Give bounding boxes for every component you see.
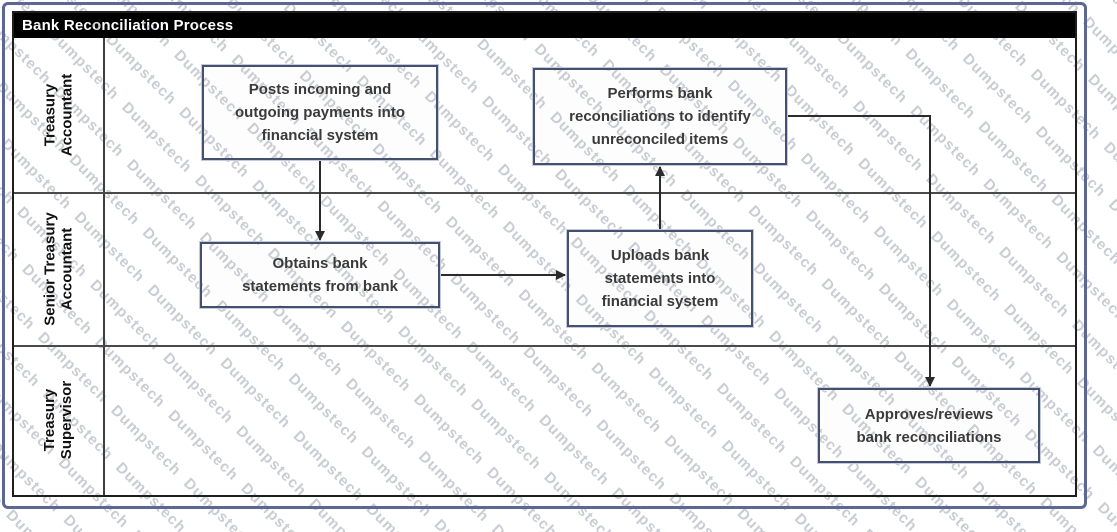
process-box-text-line: Performs bank xyxy=(607,85,713,102)
lane-divider xyxy=(14,192,1075,194)
flow-arrows xyxy=(315,115,935,387)
process-box-text-line: outgoing payments into xyxy=(235,104,405,121)
process-box-text-line: bank reconciliations xyxy=(856,428,1002,446)
process-box-text-line: statements from bank xyxy=(242,278,398,295)
process-box-text-line: Uploads bank xyxy=(610,247,710,264)
diagram-title: Bank Reconciliation Process xyxy=(22,17,234,34)
process-box-text-line: reconciliations to identify xyxy=(569,108,751,125)
process-box-text-line: Posts incoming and xyxy=(248,81,392,98)
process-box-performs-reconciliations: Performs bank reconciliations to identif… xyxy=(533,68,787,165)
swimlane-diagram: Bank Reconciliation Process Treasury Acc… xyxy=(12,11,1077,497)
lane-label-column-divider xyxy=(103,38,105,495)
process-box-approves-reviews: Approves/reviews bank reconciliations xyxy=(818,388,1040,463)
process-box-uploads-statements: Uploads bank statements into financial s… xyxy=(567,230,753,327)
diagram-title-bar: Bank Reconciliation Process xyxy=(14,13,1075,38)
process-box-text-line: Obtains bank xyxy=(272,255,368,272)
process-box-obtains-statements: Obtains bank statements from bank xyxy=(200,242,440,308)
lane-divider xyxy=(14,345,1075,347)
process-box-text-line: Approves/reviews xyxy=(864,405,994,423)
process-box-text-line: financial system xyxy=(601,293,719,310)
outer-frame xyxy=(2,2,1087,509)
process-box-text-line: financial system xyxy=(261,127,379,144)
process-box-posts-payments: Posts incoming and outgoing payments int… xyxy=(202,65,438,160)
process-box-text-line: unreconciled items xyxy=(591,131,729,148)
process-box-text-line: statements into xyxy=(604,270,716,287)
